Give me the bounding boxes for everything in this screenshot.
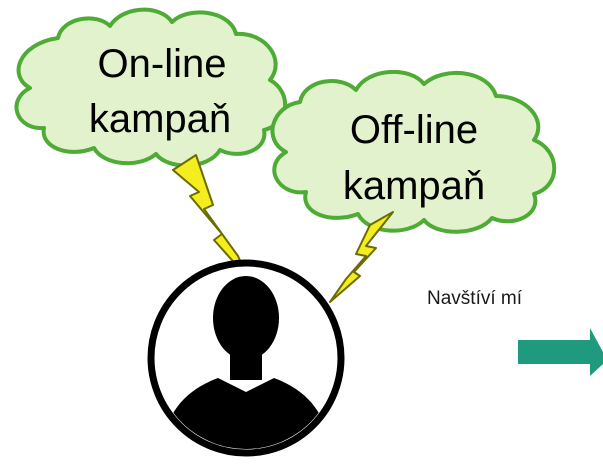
caption-text: Navštíví mí (427, 288, 523, 309)
online-cloud: On-line kampaň (14, 7, 287, 168)
lightning-bolt-icon (329, 211, 394, 303)
lightning-bolt-icon (172, 154, 249, 279)
offline-cloud-line1: Off-line (350, 108, 478, 152)
online-cloud-line1: On-line (98, 42, 227, 86)
offline-cloud-shape (270, 70, 557, 234)
online-cloud-shape (14, 7, 287, 168)
online-cloud-line2: kampaň (89, 97, 231, 141)
offline-cloud: Off-line kampaň (270, 70, 557, 234)
arrow-right-icon (518, 328, 603, 376)
person-silhouette-icon (147, 259, 345, 457)
offline-cloud-line2: kampaň (343, 164, 485, 208)
